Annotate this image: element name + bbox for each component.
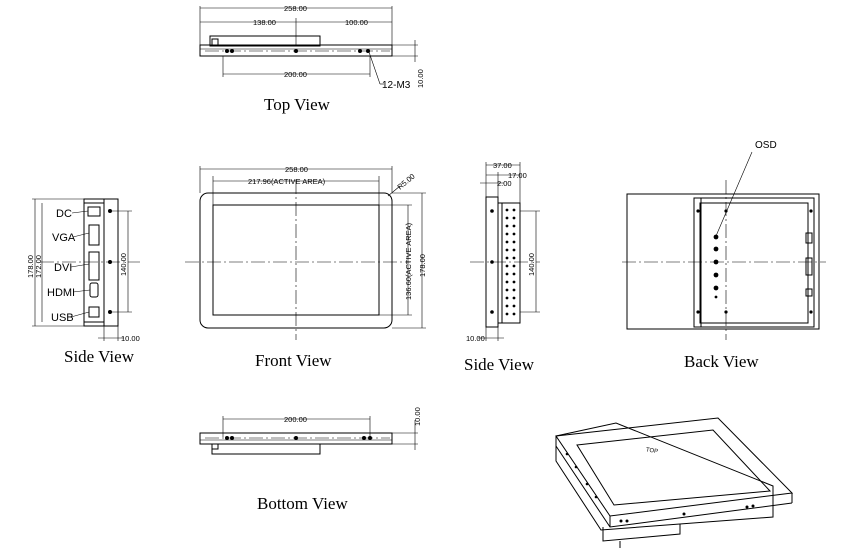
front-view: 258.00 217.96(ACTIVE AREA) R5.00 136.60(… (185, 165, 427, 370)
dim-front-width: 258.00 (285, 165, 308, 174)
port-label-hdmi: HDMI (47, 287, 75, 299)
iso-top-label: TOP (645, 447, 658, 455)
vent-dots (505, 208, 516, 316)
side-view-left: DC VGA DVI HDMI USB 178.00 172.00 140.00… (26, 198, 140, 366)
dim-top-width: 258.00 (284, 4, 307, 13)
dim-rside-small: 2.00 (497, 179, 512, 188)
dim-side-bottom: 10.00 (121, 334, 140, 343)
top-view: 258.00 138.00 100.00 10.00 200.00 12-M3 … (199, 4, 425, 114)
dim-front-active-w: 217.96(ACTIVE AREA) (248, 177, 326, 186)
port-label-usb: USB (51, 312, 74, 324)
isometric-view: TOP (555, 417, 794, 548)
dim-front-height: 178.00 (418, 254, 427, 277)
title-bottom-view: Bottom View (257, 494, 348, 513)
bottom-view: 200.00 10.00 Bottom View (199, 407, 422, 513)
dim-top-screws: 12-M3 (382, 80, 411, 91)
title-front-view: Front View (255, 351, 332, 370)
dim-side-holes: 140.00 (119, 253, 128, 276)
dim-top-holes: 200.00 (284, 70, 307, 79)
dim-top-depth: 10.00 (416, 69, 425, 88)
title-side-view-left: Side View (64, 347, 135, 366)
osd-label: OSD (755, 140, 777, 151)
dim-rside-holes: 140.00 (527, 253, 536, 276)
back-view: OSD Back View (622, 140, 826, 371)
dim-rside-mid: 17.00 (508, 171, 527, 180)
dim-side-h-outer: 178.00 (26, 255, 35, 278)
title-side-view-right: Side View (464, 355, 535, 374)
dim-top-right: 100.00 (345, 18, 368, 27)
port-label-vga: VGA (52, 232, 76, 244)
dim-side-h-inner: 172.00 (34, 255, 43, 278)
dim-rside-depth: 37.00 (493, 161, 512, 170)
title-top-view: Top View (264, 95, 331, 114)
dim-front-active-h: 136.60(ACTIVE AREA) (404, 222, 413, 300)
dim-front-radius: R5.00 (396, 172, 417, 192)
port-label-dc: DC (56, 208, 72, 220)
dim-top-left: 138.00 (253, 18, 276, 27)
port-label-dvi: DVI (54, 262, 72, 274)
dim-rside-bottom: 10.00 (466, 334, 485, 343)
title-back-view: Back View (684, 352, 759, 371)
dim-bottom-depth: 10.00 (413, 407, 422, 426)
dim-bottom-holes: 200.00 (284, 415, 307, 424)
side-view-right: 37.00 17.00 2.00 140.00 10.00 Side View (464, 161, 540, 374)
